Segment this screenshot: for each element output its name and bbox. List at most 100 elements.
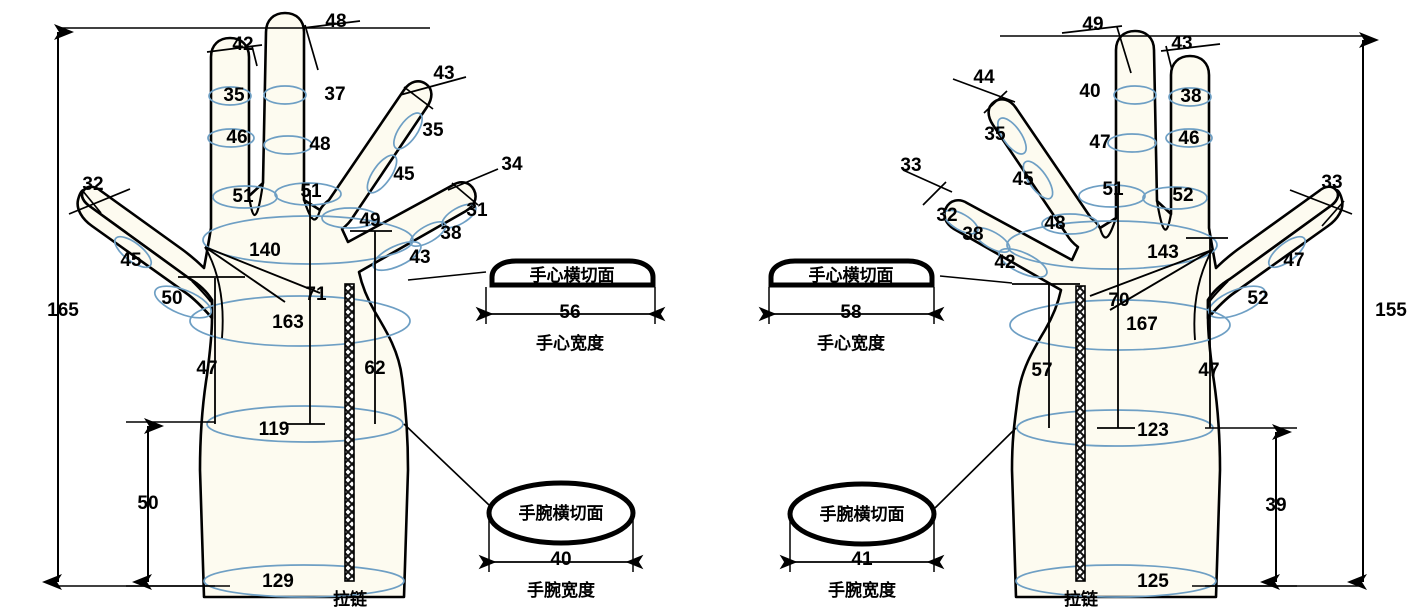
left-length-left-value: 47 — [196, 358, 217, 379]
right-palm-leaders — [1089, 249, 1213, 341]
right-palm-cs-caption: 手心宽度 — [817, 333, 886, 354]
right-middle-tip-value: 49 — [1082, 14, 1103, 35]
right-length-dims — [1012, 193, 1228, 429]
left-index-tip-dim — [206, 44, 263, 67]
left-ring-seg-2: 45 — [393, 164, 415, 185]
right-ring-seg-2: 45 — [1012, 169, 1034, 190]
left-hand-drawing: 拉链 165 50 42 48 — [42, 11, 666, 610]
left-middle-seg-3: 51 — [300, 181, 322, 202]
right-palm-mid-girth: 167 — [1126, 314, 1158, 335]
right-cuff-height-value: 39 — [1265, 495, 1286, 516]
left-palm-cs-caption: 手心宽度 — [536, 333, 605, 354]
left-middle-seg-2: 48 — [309, 134, 330, 155]
right-pinky-seg-3: 42 — [994, 252, 1015, 273]
left-ring-tip-value: 43 — [433, 63, 454, 84]
left-length-center-value: 71 — [305, 284, 327, 305]
right-index-tip-dim — [1160, 43, 1221, 71]
right-length-right-value: 47 — [1198, 360, 1219, 381]
right-thumb-tip-value: 33 — [1321, 172, 1342, 193]
right-index-seg-1: 38 — [1180, 86, 1201, 107]
left-cuff-height-value: 50 — [137, 493, 158, 514]
left-zipper-label: 拉链 — [333, 589, 368, 610]
right-palm-cross-section: 手心横切面 58 手心宽度 — [758, 258, 1013, 354]
left-palm-knuckle-girth: 140 — [249, 240, 281, 261]
left-ring-tip-dim — [399, 76, 467, 110]
left-palm-cross-section: 手心横切面 56 手心宽度 — [407, 258, 666, 354]
right-contour-lines — [943, 85, 1307, 598]
left-thumb-crease — [191, 280, 212, 303]
left-palm-cs-title: 手心横切面 — [530, 265, 615, 286]
right-pinky-tip-dim — [902, 169, 953, 206]
left-middle-tip-value: 48 — [325, 11, 346, 32]
right-ring-seg-3: 48 — [1044, 213, 1065, 234]
right-wrist-cross-section: 手腕横切面 41 手腕宽度 — [779, 427, 1017, 601]
left-thumb-tip-dim — [68, 188, 131, 215]
right-cuff-girth-value: 125 — [1137, 571, 1169, 592]
left-wrist-cs-caption: 手腕宽度 — [527, 580, 596, 601]
right-ring-tip-value: 44 — [973, 67, 995, 88]
left-index-tip-value: 42 — [232, 34, 253, 55]
left-cuff-girth-value: 129 — [262, 571, 294, 592]
left-cuff-height-dim — [126, 418, 215, 590]
left-thumb-seg-1: 45 — [120, 250, 142, 271]
left-zipper — [344, 283, 355, 582]
left-index-seg-3: 51 — [232, 186, 254, 207]
right-pinky-seg-2: 38 — [962, 224, 983, 245]
left-middle-seg-1: 37 — [324, 84, 345, 105]
left-wrist-cs-title: 手腕横切面 — [519, 503, 604, 524]
right-index-seg-2: 46 — [1178, 128, 1199, 149]
left-contour-lines — [113, 85, 477, 598]
left-finger-crease-index — [247, 182, 265, 217]
right-palm-cs-title: 手心横切面 — [809, 265, 894, 286]
right-wrist-girth-value: 123 — [1137, 420, 1169, 441]
right-finger-crease-ring — [1071, 246, 1079, 261]
left-thumb-outline — [76, 188, 214, 320]
right-zipper — [1075, 285, 1086, 582]
left-wrist-cs-value: 40 — [550, 549, 571, 570]
right-overall-height-value: 155 — [1375, 300, 1407, 321]
right-index-seg-3: 52 — [1172, 185, 1193, 206]
right-middle-tip-dim — [1061, 25, 1132, 74]
left-palm-cs-value: 56 — [559, 302, 580, 323]
right-palm-cs-value: 58 — [840, 302, 861, 323]
left-pinky-seg-1: 31 — [466, 200, 488, 221]
left-ring-seg-1: 35 — [422, 120, 444, 141]
right-middle-seg-3: 51 — [1102, 179, 1124, 200]
right-ring-tip-dim — [952, 78, 1016, 114]
left-palm-leaders — [204, 246, 321, 339]
right-hand-drawing: 拉链 155 39 49 43 44 — [758, 14, 1407, 610]
right-length-center-value: 70 — [1108, 290, 1129, 311]
left-overall-height-value: 165 — [47, 300, 79, 321]
left-thumb-seg-2: 50 — [161, 288, 182, 309]
right-thumb-seg-2: 52 — [1247, 288, 1268, 309]
left-finger-crease-ring — [341, 228, 349, 243]
right-pinky-tip-value: 33 — [900, 155, 921, 176]
left-length-right-value: 62 — [364, 358, 385, 379]
right-wrist-cs-title: 手腕横切面 — [820, 504, 905, 525]
right-cuff-height-dim — [1205, 424, 1297, 590]
left-ring-seg-4: 43 — [409, 247, 430, 268]
right-middle-seg-1: 40 — [1079, 81, 1100, 102]
left-wrist-girth-value: 119 — [259, 419, 290, 440]
left-index-seg-2: 46 — [226, 127, 247, 148]
right-middle-seg-2: 47 — [1089, 132, 1110, 153]
right-finger-crease-index — [1155, 200, 1173, 231]
right-index-tip-value: 43 — [1171, 33, 1192, 54]
right-thumb-outline — [1206, 188, 1344, 320]
left-pinky-tip-value: 34 — [501, 154, 523, 175]
left-length-dims — [178, 190, 392, 425]
right-thumb-seg-1: 47 — [1283, 250, 1304, 271]
left-middle-tip-dim — [302, 20, 361, 71]
left-index-seg-1: 35 — [223, 85, 245, 106]
right-palm-knuckle-girth: 143 — [1147, 242, 1179, 263]
left-palm-mid-girth: 163 — [272, 312, 304, 333]
left-wrist-cross-section: 手腕横切面 40 手腕宽度 — [403, 423, 644, 601]
right-length-left-value: 57 — [1031, 360, 1052, 381]
right-ring-seg-1: 35 — [984, 124, 1006, 145]
left-thumb-tip-value: 32 — [82, 174, 103, 195]
right-finger-crease-middle — [1098, 217, 1118, 239]
right-wrist-cs-value: 41 — [851, 549, 873, 570]
right-zipper-label: 拉链 — [1064, 589, 1099, 610]
left-ring-seg-3: 49 — [359, 210, 380, 231]
